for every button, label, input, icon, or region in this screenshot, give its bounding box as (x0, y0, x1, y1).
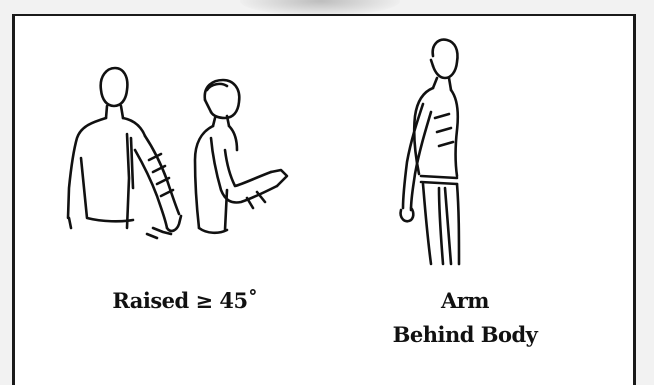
caption-behind-body: Behind Body (375, 322, 555, 347)
figure-side-view-raised-icon (191, 80, 291, 255)
caption-arm: Arm (375, 288, 555, 313)
illustration-panel: Raised ≥ 45˚ Arm Behind Body (12, 14, 636, 385)
caption-raised: Raised ≥ 45˚ (95, 288, 275, 313)
figure-side-view-arm-behind-icon (393, 38, 473, 273)
figure-back-view-icon (63, 68, 183, 253)
